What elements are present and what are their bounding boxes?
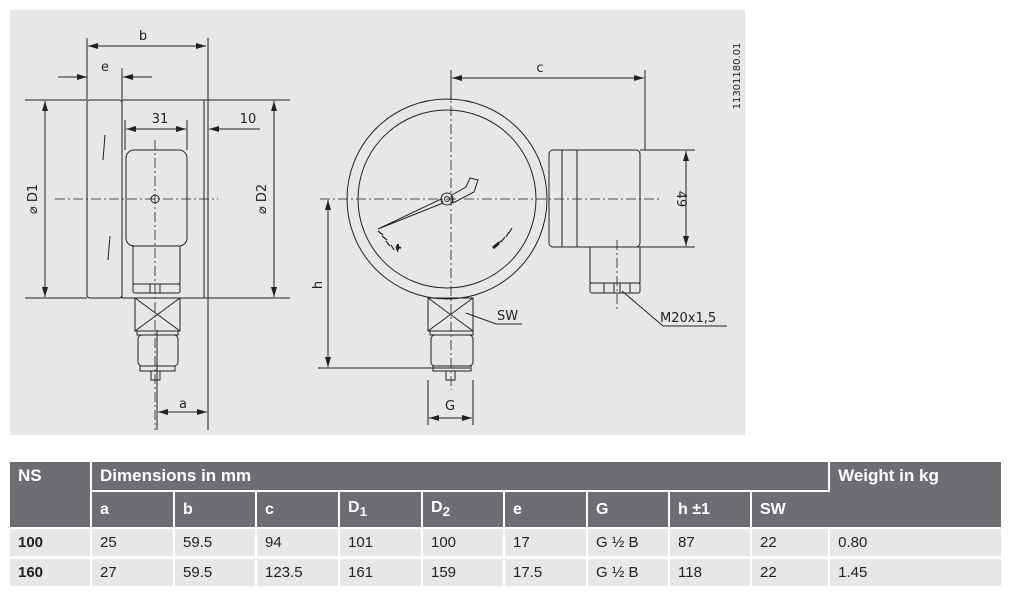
table-cell: 25 xyxy=(92,529,175,559)
cell-ns: 160 xyxy=(10,559,92,589)
table-cell: 59.5 xyxy=(175,529,257,559)
cell-weight: 0.80 xyxy=(830,529,1001,559)
header-weight: Weight in kg xyxy=(830,462,1001,529)
side-view xyxy=(25,38,290,430)
column-header-label: D xyxy=(431,499,443,517)
cell-weight: 1.45 xyxy=(830,559,1001,589)
label-a: a xyxy=(179,397,187,412)
label-c: c xyxy=(536,61,543,76)
table-cell: 100 xyxy=(423,529,505,559)
front-view xyxy=(318,70,727,425)
column-header-label: a xyxy=(100,500,109,518)
label-31: 31 xyxy=(152,112,169,127)
label-e: e xyxy=(101,60,109,75)
table-cell: 123.5 xyxy=(257,559,340,589)
label-SW: SW xyxy=(497,309,518,324)
column-header-label: h ±1 xyxy=(678,500,710,518)
table-cell: 22 xyxy=(752,559,831,589)
label-b: b xyxy=(139,29,147,44)
label-D2: ⌀ D2 xyxy=(255,184,270,214)
column-header: SW xyxy=(752,492,831,529)
table-cell: G ½ B xyxy=(588,559,670,589)
table-cell: 17.5 xyxy=(505,559,588,589)
column-header: D1 xyxy=(340,492,423,529)
column-header: a xyxy=(92,492,175,529)
label-10: 10 xyxy=(240,112,257,127)
column-header: c xyxy=(257,492,340,529)
label-G: G xyxy=(445,399,455,414)
column-header: D2 xyxy=(423,492,505,529)
table-cell: 118 xyxy=(670,559,752,589)
column-header-label: G xyxy=(596,500,609,518)
label-h: h xyxy=(311,281,326,289)
column-header: e xyxy=(505,492,588,529)
drawing-number: 11301180.01 xyxy=(732,43,743,110)
column-header-label: D xyxy=(348,499,360,517)
column-header-subscript: 2 xyxy=(442,504,450,520)
column-header: b xyxy=(175,492,257,529)
table-cell: 87 xyxy=(670,529,752,559)
table-cell: 161 xyxy=(340,559,423,589)
column-header-label: e xyxy=(513,500,522,518)
table-cell: 17 xyxy=(505,529,588,559)
table-cell: 159 xyxy=(423,559,505,589)
label-thread: M20x1,5 xyxy=(660,311,716,326)
cell-ns: 100 xyxy=(10,529,92,559)
label-49: 49 xyxy=(673,191,688,208)
column-header: G xyxy=(588,492,670,529)
table-cell: 94 xyxy=(257,529,340,559)
column-header-label: SW xyxy=(760,500,786,518)
table-cell: 27 xyxy=(92,559,175,589)
dimension-drawing: b e 31 10 ⌀ D1 ⌀ D2 a c 49 xyxy=(10,10,745,435)
table-cell: 59.5 xyxy=(175,559,257,589)
header-ns: NS xyxy=(10,462,92,529)
table-cell: G ½ B xyxy=(588,529,670,559)
column-header: h ±1 xyxy=(670,492,752,529)
column-header-subscript: 1 xyxy=(359,504,367,520)
table-cell: 22 xyxy=(752,529,831,559)
table-cell: 101 xyxy=(340,529,423,559)
column-header-label: b xyxy=(183,500,193,518)
header-dimensions: Dimensions in mm xyxy=(92,462,831,492)
label-D1: ⌀ D1 xyxy=(26,184,41,214)
column-header-label: c xyxy=(265,500,274,518)
